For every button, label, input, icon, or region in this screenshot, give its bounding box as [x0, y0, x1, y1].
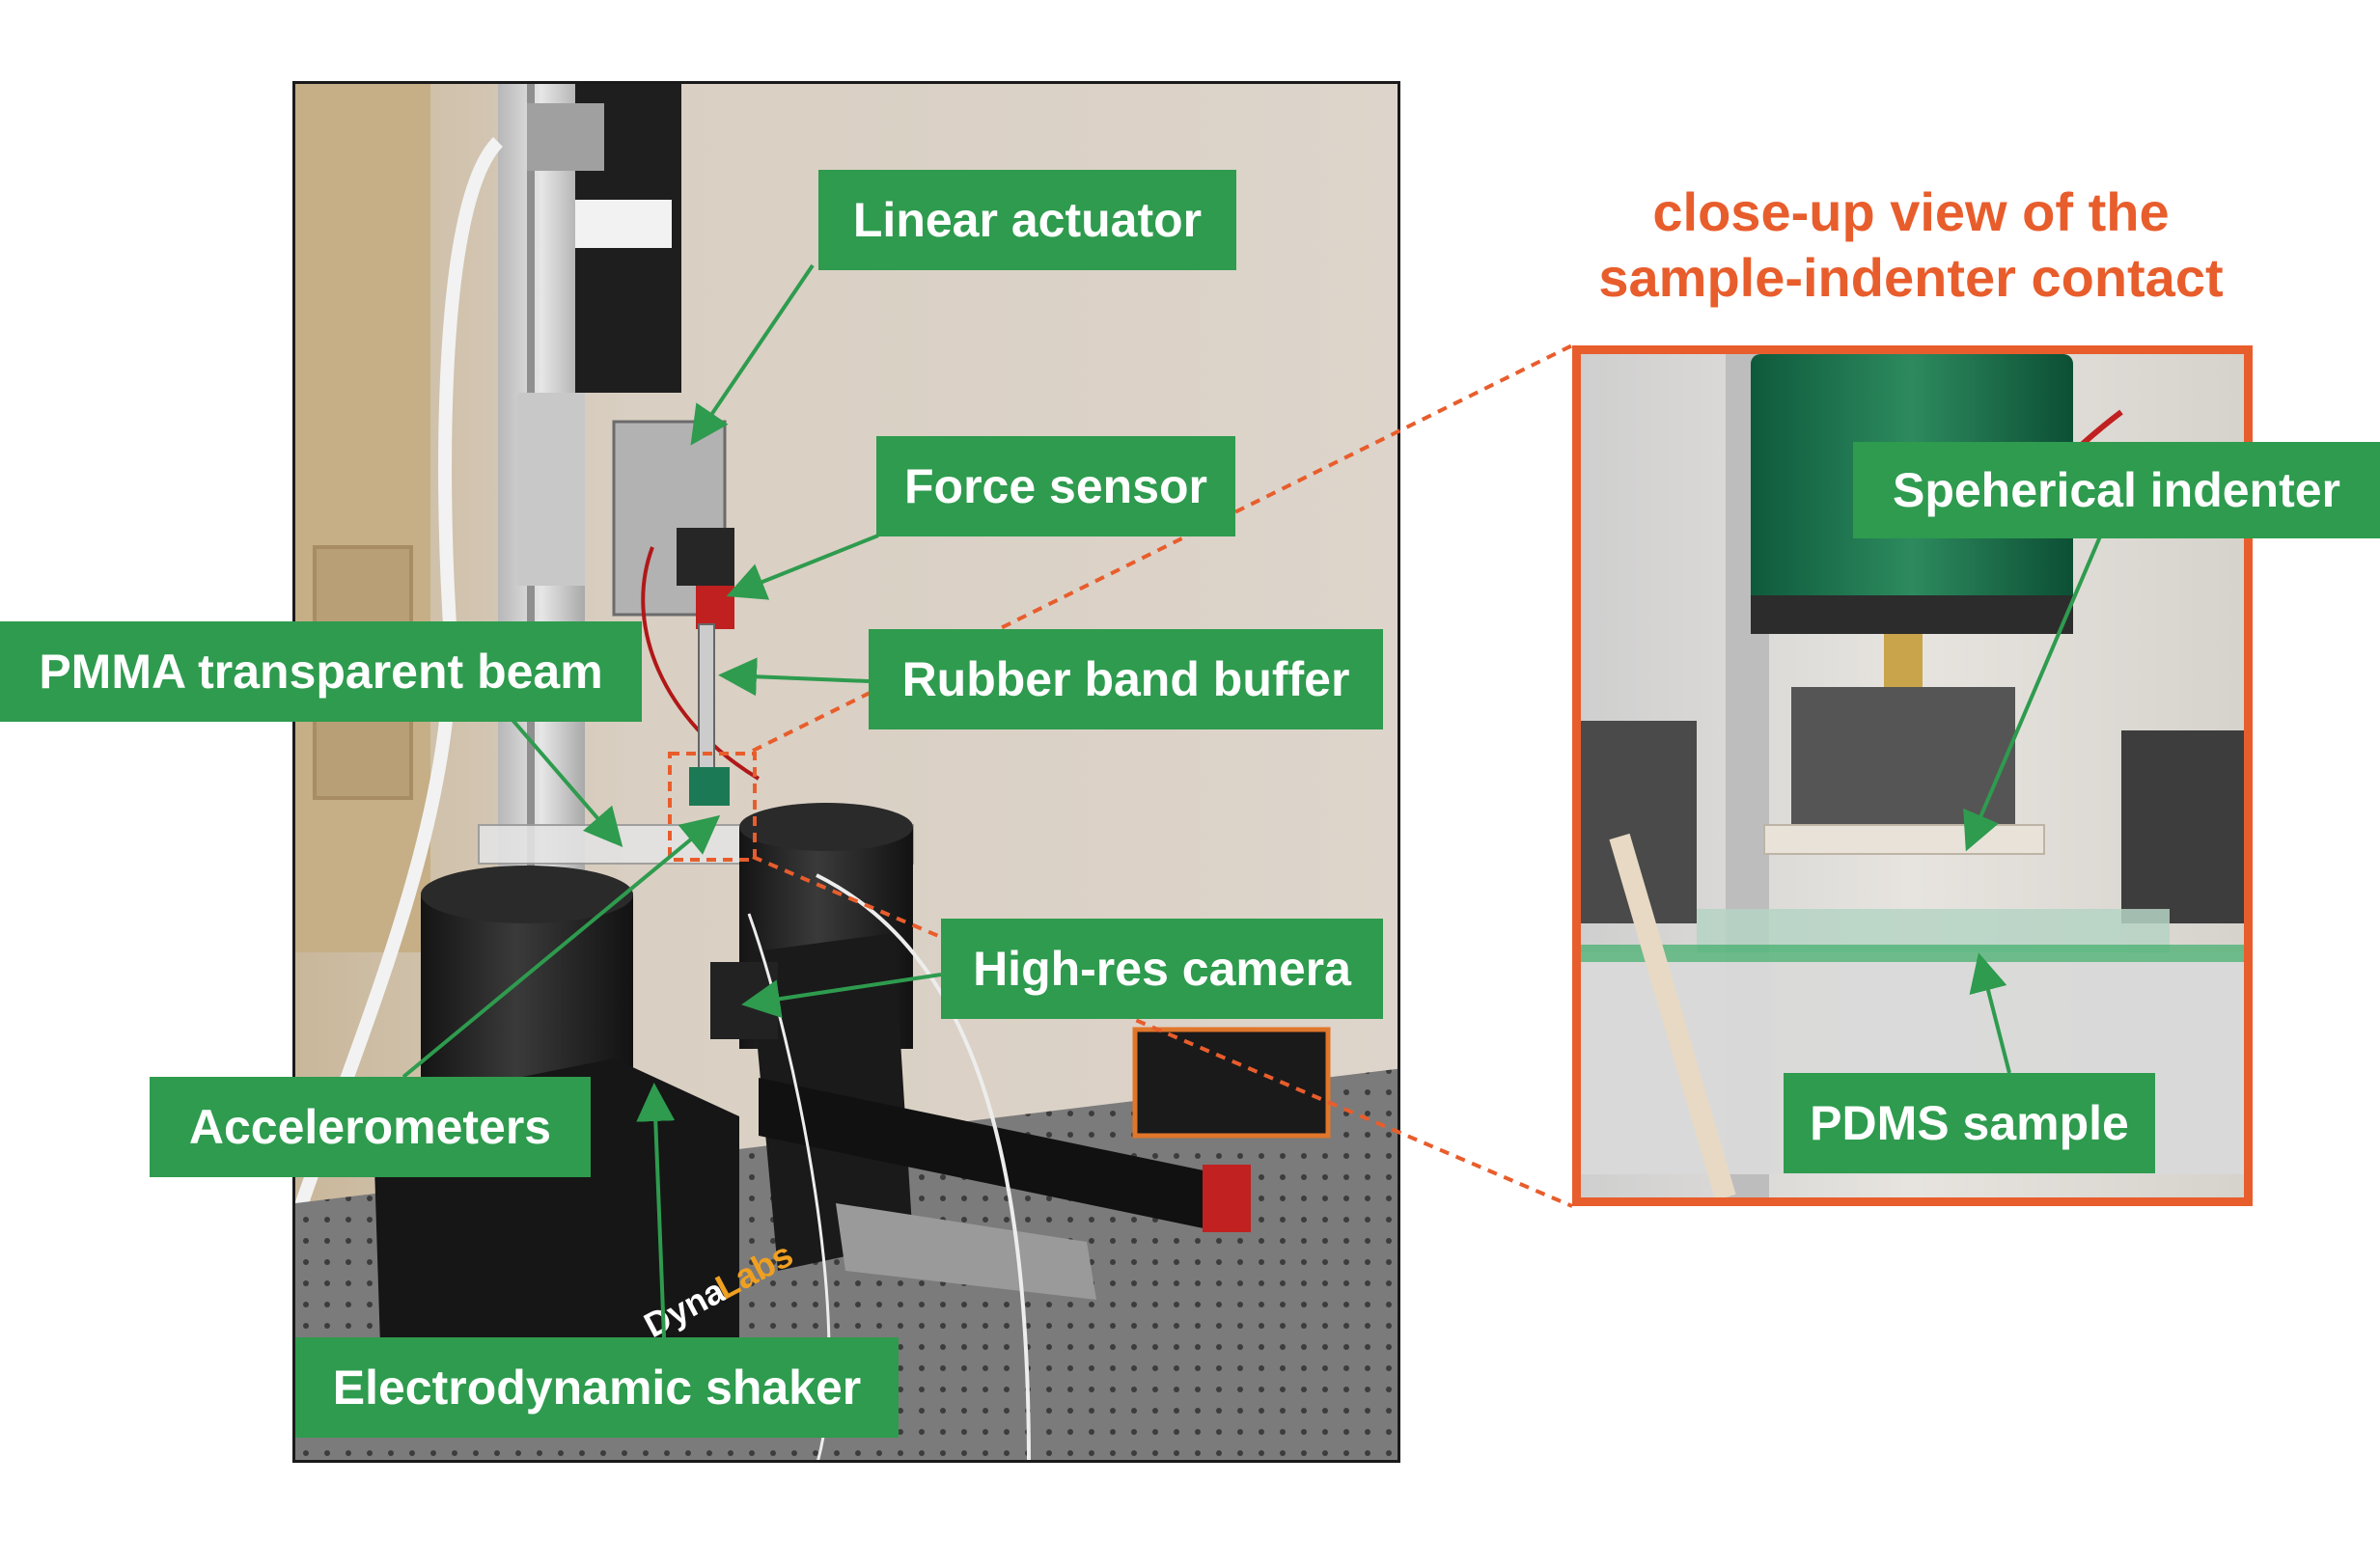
- label-accelerometers: Accelerometers: [150, 1077, 591, 1177]
- label-linear-actuator: Linear actuator: [818, 170, 1236, 270]
- closeup-title: close-up view of the sample-indenter con…: [1544, 179, 2278, 311]
- setup-photo: Dyna Labs: [292, 81, 1400, 1463]
- closeup-title-line1: close-up view of the: [1652, 181, 2170, 242]
- label-shaker: Electrodynamic shaker: [295, 1337, 899, 1438]
- label-pmma-beam: PMMA transparent beam: [0, 621, 642, 722]
- label-rubber-band: Rubber band buffer: [869, 629, 1383, 729]
- label-pdms: PDMS sample: [1784, 1073, 2155, 1173]
- label-indenter: Speherical indenter: [1853, 442, 2380, 538]
- closeup-title-line2: sample-indenter contact: [1598, 247, 2224, 308]
- label-force-sensor: Force sensor: [876, 436, 1235, 536]
- label-camera: High-res camera: [941, 919, 1383, 1019]
- setup-photo-drawing: Dyna Labs: [295, 84, 1398, 1460]
